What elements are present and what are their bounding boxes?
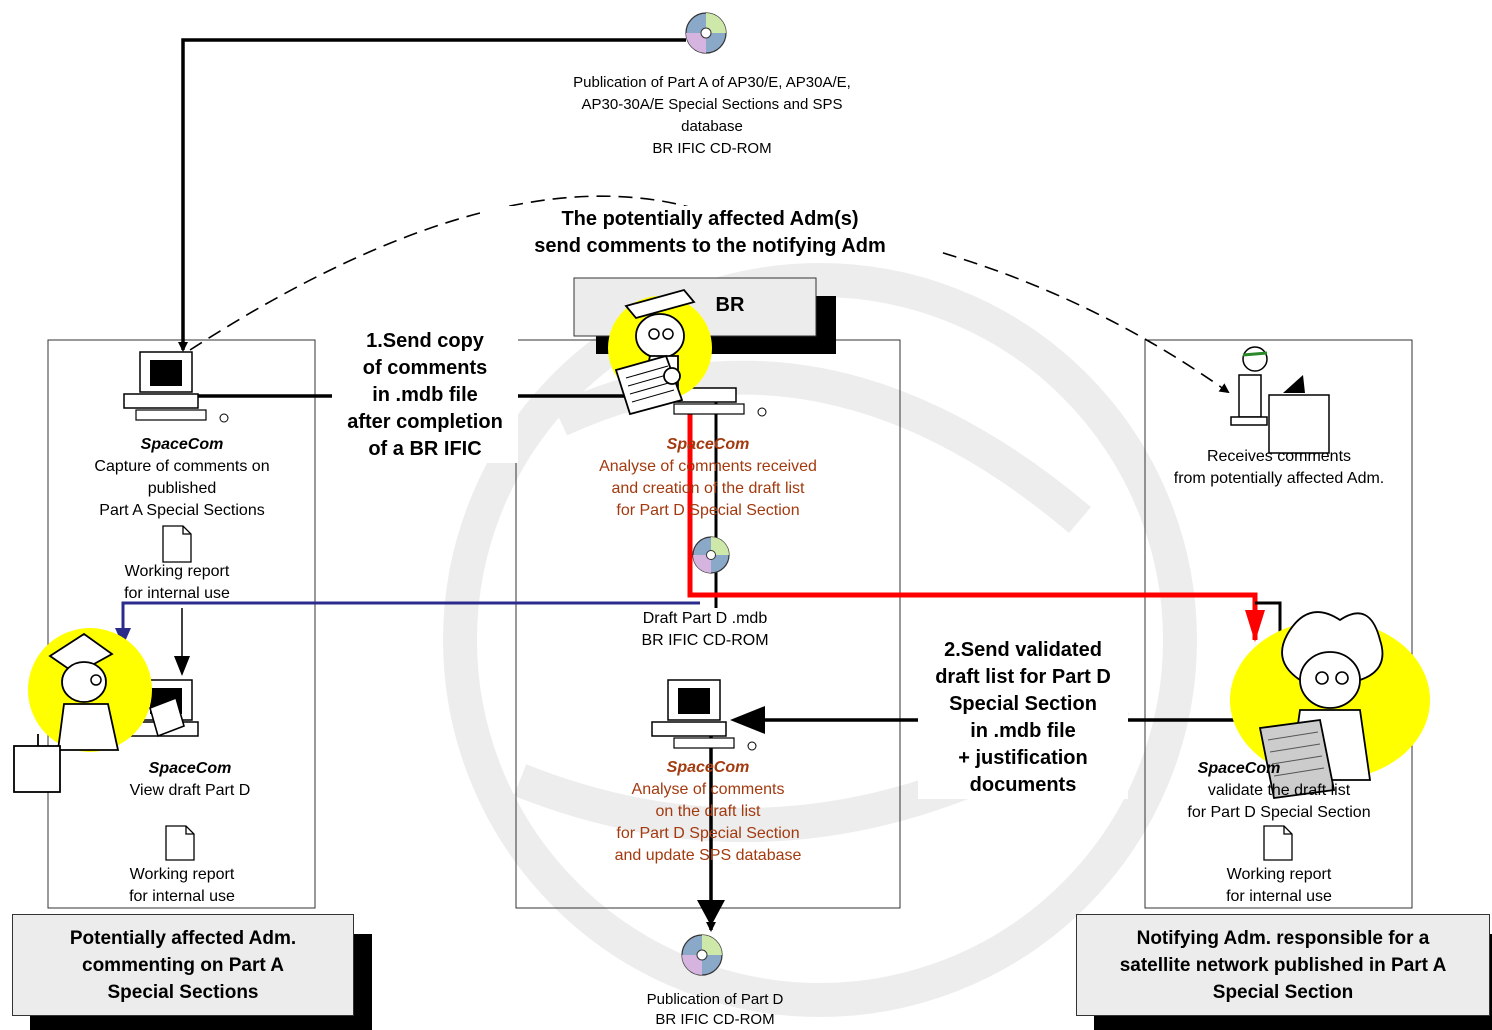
document-icon-left-2 [165, 825, 195, 861]
br-officer-character-icon [608, 288, 712, 416]
left-report2-text: Working report for internal use [50, 864, 314, 908]
step2-line: 2.Send validated [944, 639, 1102, 661]
document-icon-left-1 [162, 525, 192, 563]
cd-rom-icon-top [685, 12, 727, 54]
step1-line: of a BR IFIC [368, 438, 482, 460]
comments-note-line: The potentially affected Adm(s) [561, 208, 859, 230]
left-caption-line: Special Sections [107, 981, 259, 1003]
report-line: for internal use [1226, 888, 1332, 905]
right-panel-frame [1144, 339, 1413, 909]
publication-flow-line [178, 38, 686, 352]
left-bottom-line: View draft Part D [129, 782, 251, 799]
step1-line: in .mdb file [372, 384, 478, 406]
draft-part-d-text: Draft Part D .mdb BR IFIC CD-ROM [600, 608, 810, 652]
bottom-cd-line: Publication of Part D [646, 991, 784, 1008]
report-line: Working report [124, 563, 230, 580]
report-line: Working report [1226, 866, 1332, 883]
person-at-desk-icon [1230, 346, 1330, 454]
top-cd-line: database [681, 118, 743, 135]
right-caption-line: satellite network published in Part A [1119, 954, 1447, 976]
left-bottom-text: SpaceCom View draft Part D [110, 758, 270, 802]
top-cd-line: Publication of Part A of AP30/E, AP30A/E… [573, 74, 851, 91]
step2-label: 2.Send validated draft list for Part D S… [918, 637, 1128, 799]
right-top-text: Receives comments from potentially affec… [1147, 446, 1411, 490]
bottom-cd-line: BR IFIC CD-ROM [655, 1011, 775, 1028]
center-top-line: for Part D Special Section [616, 502, 800, 519]
report-line: Working report [129, 866, 235, 883]
center-bottom-text: SpaceCom Analyse of comments on the draf… [518, 757, 898, 867]
right-bottom-line: validate the draft list [1207, 782, 1351, 799]
center-bottom-line: and update SPS database [614, 847, 802, 864]
step1-line: after completion [347, 411, 503, 433]
step1-line: of comments [362, 357, 488, 379]
comments-note: The potentially affected Adm(s) send com… [480, 206, 940, 260]
right-bottom-line: for Part D Special Section [1187, 804, 1371, 821]
spacecom-label: SpaceCom [666, 759, 750, 776]
br-label: BR [715, 294, 745, 316]
cd-rom-icon-bottom [681, 934, 723, 976]
center-bottom-line: Analyse of comments [631, 781, 785, 798]
computer-icon-left-top [123, 351, 229, 423]
top-cd-caption: Publication of Part A of AP30/E, AP30A/E… [512, 72, 912, 160]
step1-label: 1.Send copy of comments in .mdb file aft… [332, 328, 518, 463]
left-internal-arrowhead [174, 656, 190, 676]
top-cd-line: AP30-30A/E Special Sections and SPS [581, 96, 843, 113]
cd-rom-icon-draft [692, 536, 730, 574]
right-caption-line: Special Section [1212, 981, 1354, 1003]
left-top-text: SpaceCom Capture of comments on publishe… [50, 434, 314, 522]
center-top-line: Analyse of comments received [599, 458, 817, 475]
bottom-cd-caption: Publication of Part D BR IFIC CD-ROM [580, 990, 850, 1030]
right-top-line: from potentially affected Adm. [1173, 470, 1385, 487]
inspector-character-icon [13, 628, 185, 793]
blue-flow-arrowhead [115, 628, 131, 646]
center-top-line: and creation of the draft list [611, 480, 805, 497]
right-report-text: Working report for internal use [1147, 864, 1411, 908]
bottom-cd-arrowhead [697, 900, 725, 926]
spacecom-label: SpaceCom [666, 436, 750, 453]
step2-arrowhead [730, 706, 765, 734]
center-bottom-line: for Part D Special Section [616, 825, 800, 842]
computer-icon-center-bottom [651, 679, 757, 751]
left-report1-text: Working report for internal use [50, 561, 304, 605]
step1-line: 1.Send copy [366, 330, 484, 352]
left-top-line: published [147, 480, 217, 497]
top-cd-line: BR IFIC CD-ROM [652, 140, 772, 157]
document-icon-right [1263, 825, 1293, 861]
draft-line: BR IFIC CD-ROM [641, 632, 769, 649]
report-line: for internal use [124, 585, 230, 602]
left-caption-box: Potentially affected Adm. commenting on … [12, 914, 354, 1016]
left-caption-line: commenting on Part A [82, 954, 284, 976]
center-top-text: SpaceCom Analyse of comments received an… [518, 434, 898, 522]
right-caption-line: Notifying Adm. responsible for a [1136, 927, 1430, 949]
comments-note-line: send comments to the notifying Adm [534, 235, 886, 257]
step2-line: + justification [958, 747, 1088, 769]
step2-line: documents [969, 774, 1077, 796]
center-bottom-line: on the draft list [655, 803, 761, 820]
left-top-line: Capture of comments on [94, 458, 270, 475]
right-caption-box: Notifying Adm. responsible for a satelli… [1076, 914, 1490, 1016]
red-flow-arrowhead [1245, 610, 1265, 642]
right-connector-line [1255, 601, 1282, 640]
left-caption-line: Potentially affected Adm. [69, 927, 297, 949]
spacecom-label: SpaceCom [140, 436, 224, 453]
right-bottom-text: SpaceCom validate the draft list for Par… [1147, 758, 1411, 824]
step2-line: Special Section [949, 693, 1097, 715]
step2-line: draft list for Part D [935, 666, 1111, 688]
right-top-line: Receives comments [1206, 448, 1352, 465]
step2-line: in .mdb file [970, 720, 1076, 742]
left-top-line: Part A Special Sections [99, 502, 265, 519]
comments-dashed-arc [189, 195, 1230, 394]
report-line: for internal use [129, 888, 235, 905]
blue-flow-line [121, 601, 700, 640]
draft-line: Draft Part D .mdb [642, 610, 768, 627]
spacecom-label: SpaceCom [148, 760, 232, 777]
notifying-adm-character-icon [1230, 611, 1430, 800]
spacecom-label: SpaceCom [1197, 760, 1281, 777]
